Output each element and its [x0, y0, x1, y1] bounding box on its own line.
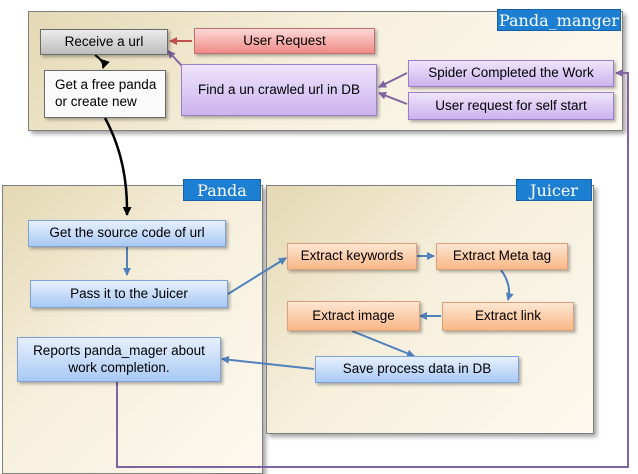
spider-completed-box: Spider Completed the Work: [408, 60, 614, 87]
panda-manager-tag: Panda_manger: [497, 9, 621, 31]
extract-image-box: Extract image: [287, 301, 420, 331]
get-source-box: Get the source code of url: [28, 220, 226, 247]
extract-link-box: Extract link: [442, 302, 574, 331]
arrow-meta-to-link: [500, 269, 514, 301]
arrow-getpanda-to-source: [103, 117, 132, 216]
arrow-image-to-save: [351, 330, 415, 358]
extract-keywords-box: Extract keywords: [287, 243, 417, 270]
loop-reports-to-spider: [116, 69, 629, 468]
save-data-box: Save process data in DB: [315, 356, 519, 383]
find-url-box: Find a un crawled url in DB: [181, 64, 377, 116]
arrow-save-to-reports: [221, 355, 315, 370]
user-request-box: User Request: [194, 28, 375, 54]
reports-box: Reports panda_mager about work completio…: [17, 337, 221, 382]
self-start-box: User request for self start: [408, 92, 614, 120]
arrow-pass-to-keywords: [227, 257, 287, 295]
extract-meta-box: Extract Meta tag: [436, 243, 568, 270]
arrow-find-to-receive: [167, 50, 183, 67]
arrow-selfstart-to-find: [378, 91, 408, 105]
arrow-receive-to-getpanda: [94, 54, 110, 69]
panda-tag: Panda: [183, 179, 261, 201]
get-panda-box: Get a free panda or create new: [44, 70, 166, 118]
pass-juicer-box: Pass it to the Juicer: [30, 280, 228, 308]
receive-url-box: Receive a url: [40, 29, 168, 55]
juicer-tag: Juicer: [516, 179, 592, 201]
arrow-spider-to-find: [378, 72, 408, 88]
